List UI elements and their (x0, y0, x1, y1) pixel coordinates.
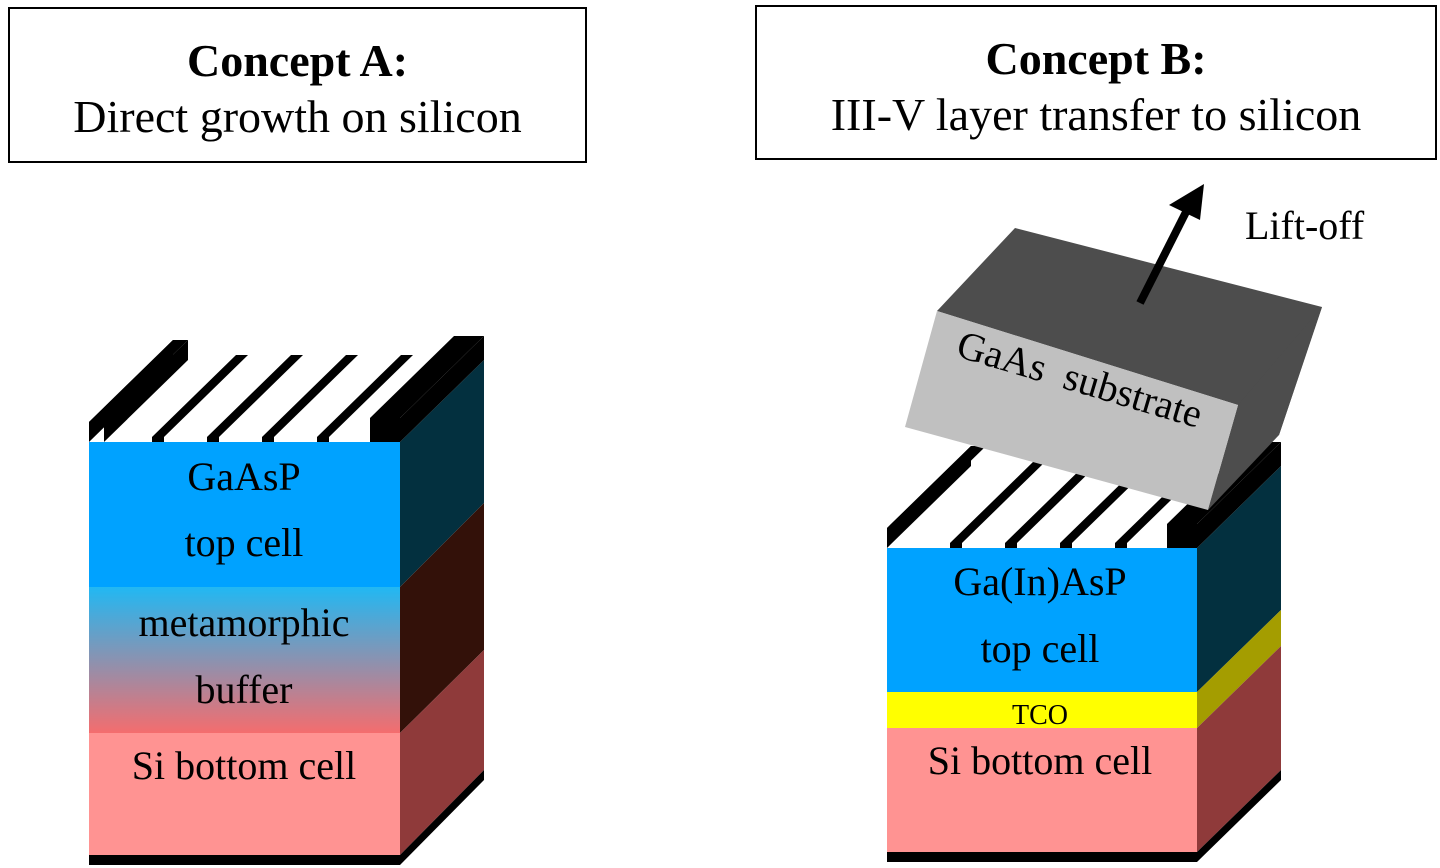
concept-a-top-cell (89, 442, 400, 587)
contact-finger (104, 340, 188, 442)
contact-finger (1167, 524, 1197, 548)
contact-finger (950, 461, 1046, 543)
contact-finger (1005, 543, 1017, 548)
concept-b-tco-side (1197, 610, 1281, 728)
concept-a-title-box: Concept A: Direct growth on silicon (8, 7, 587, 163)
contact-finger (207, 437, 219, 442)
lift-off-label: Lift-off (1245, 203, 1365, 248)
concept-b-bottom-cell (887, 728, 1197, 852)
concept-a-buffer-side (400, 503, 484, 733)
concept-a-metamorphic-buffer (89, 587, 400, 733)
arrow-head-icon (1169, 184, 1204, 220)
concept-a-top-cell-label-1: GaAsP (187, 454, 300, 499)
concept-b-top-cell (887, 548, 1197, 692)
lift-off-arrow (1136, 184, 1204, 305)
concept-b-top-cell-label-1: Ga(In)AsP (953, 559, 1126, 604)
concept-b-title: Concept B: (985, 33, 1207, 84)
concept-a-front-contacts (89, 336, 484, 442)
contact-finger (370, 418, 400, 442)
contact-finger (1060, 543, 1072, 548)
concept-b-base-edge-side (1197, 770, 1281, 862)
contact-finger (152, 437, 164, 442)
arrow-shaft (1136, 210, 1190, 305)
contact-finger (89, 340, 188, 422)
concept-b-bottom-cell-side (1197, 646, 1281, 852)
contact-finger (152, 355, 248, 437)
concept-a-bottom-cell-side (400, 650, 484, 855)
contact-finger (1115, 543, 1127, 548)
concept-b-subtitle: III-V layer transfer to silicon (830, 89, 1362, 140)
concept-a-bottom-cell (89, 733, 400, 855)
substrate-front-face (905, 311, 1238, 510)
concept-b-tco-layer (887, 692, 1197, 728)
concept-a-top-cell-side (400, 360, 484, 587)
concept-a-subtitle: Direct growth on silicon (73, 91, 522, 142)
substrate-top-face (937, 228, 1322, 435)
concept-a-bottom-cell-label: Si bottom cell (132, 743, 356, 788)
contact-finger (207, 355, 303, 437)
contact-finger (370, 336, 484, 418)
contact-finger (317, 355, 413, 437)
concept-a-top-cell-label-2: top cell (185, 520, 304, 565)
concept-a-buffer-label-1: metamorphic (138, 600, 349, 645)
concept-b-title-box: Concept B: III-V layer transfer to silic… (755, 5, 1437, 160)
concept-b-tco-label: TCO (1012, 700, 1068, 731)
concept-a-cell-stack: GaAsP top cell metamorphic buffer Si bot… (89, 336, 484, 865)
contact-finger (1005, 461, 1101, 543)
contact-finger (950, 543, 962, 548)
concept-a-rear-contact (89, 855, 400, 865)
gaas-substrate-block: GaAs substrate (905, 228, 1322, 510)
concept-b-bottom-cell-label: Si bottom cell (928, 738, 1152, 783)
concept-b-top-cell-side (1197, 466, 1281, 692)
concept-b-top-cell-label-2: top cell (981, 626, 1100, 671)
contact-finger (262, 437, 274, 442)
substrate-side-face (1208, 307, 1322, 510)
contact-finger (1197, 442, 1281, 548)
concept-a-base-edge-side (400, 770, 484, 865)
concept-b-rear-contact (887, 852, 1197, 862)
contact-finger (400, 336, 484, 442)
concept-b-cell-stack: Ga(In)AsP top cell TCO Si bottom cell (887, 442, 1281, 862)
concept-a-buffer-label-2: buffer (196, 667, 293, 712)
concept-a-title: Concept A: (186, 35, 409, 86)
contact-finger (887, 446, 986, 528)
contact-finger (317, 437, 329, 442)
contact-finger (262, 355, 358, 437)
